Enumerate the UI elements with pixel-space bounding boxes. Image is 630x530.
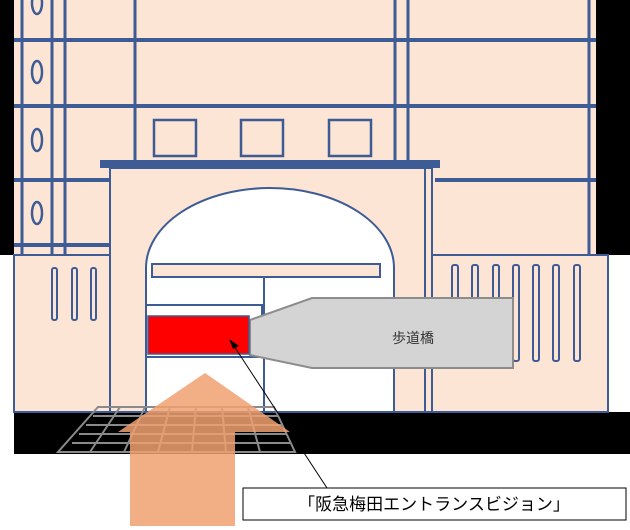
column-ovals — [30, 0, 44, 226]
left-column-strips — [20, 0, 67, 255]
canopy-bar — [151, 263, 381, 278]
callout-arrowhead — [229, 339, 239, 349]
red-screen — [147, 315, 250, 355]
oval-ornament — [30, 59, 44, 85]
left-annex-slots — [51, 267, 97, 321]
square-window — [239, 118, 285, 158]
oval-ornament — [30, 127, 44, 153]
callout-label: 「阪急梅田エントランスビジョン」 — [298, 495, 570, 515]
bridge-label: 歩道橋 — [392, 331, 434, 347]
callout-box — [242, 487, 627, 521]
floor-bands — [14, 38, 596, 247]
black-frame-left — [0, 0, 14, 255]
up-arrow-icon — [118, 373, 290, 526]
square-window — [152, 118, 198, 158]
upper-verticals — [133, 0, 591, 255]
square-windows — [152, 118, 373, 158]
black-frame-right — [596, 0, 630, 255]
oval-ornament — [30, 200, 44, 226]
callout-leader — [231, 342, 328, 489]
square-window — [327, 118, 373, 158]
oval-ornament — [30, 0, 44, 16]
pedestrian-bridge — [249, 297, 514, 369]
cornice — [100, 160, 440, 168]
